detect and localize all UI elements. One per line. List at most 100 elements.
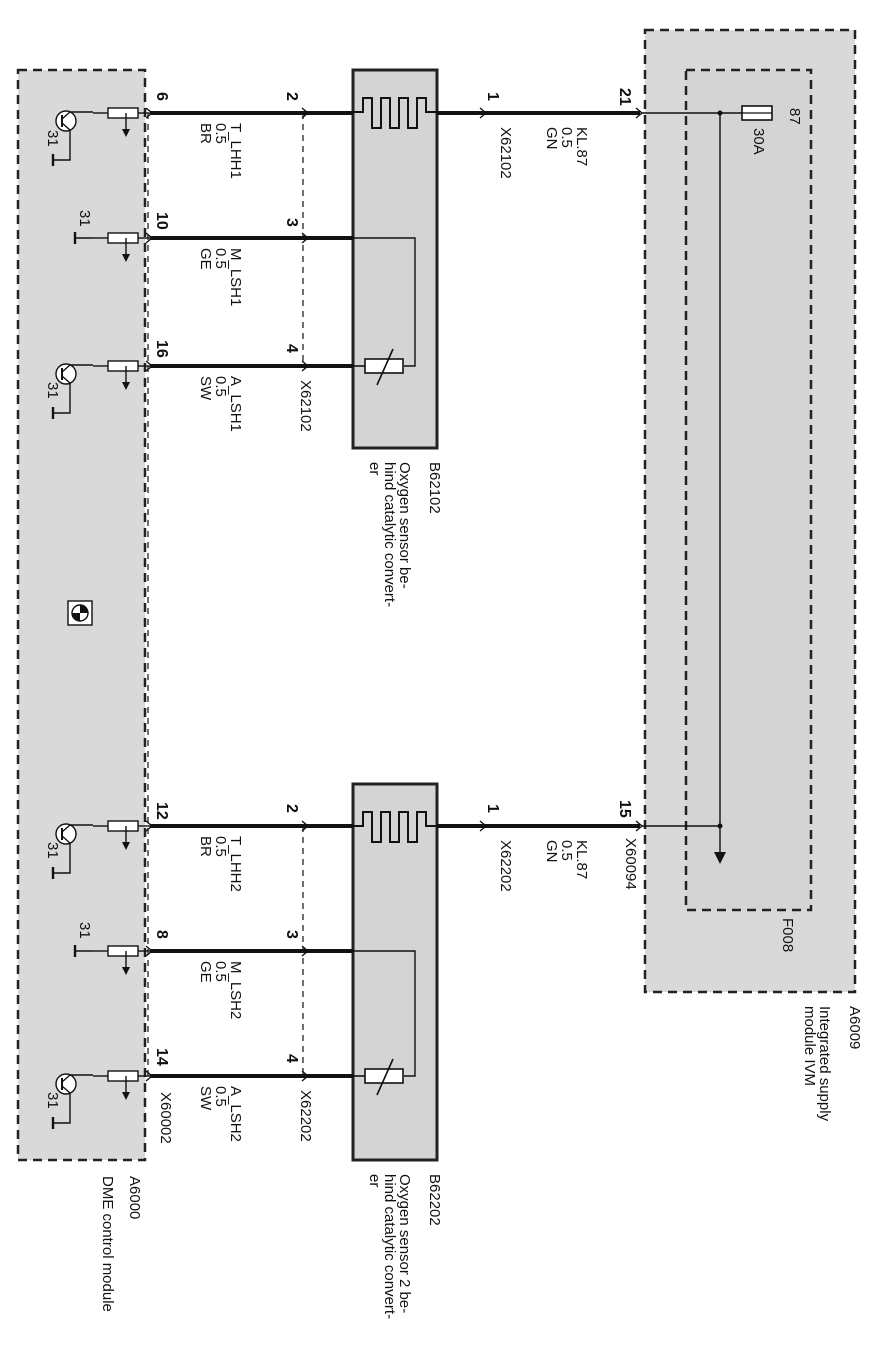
sensor1-pin-1: 1 bbox=[484, 92, 501, 101]
transistor-icon bbox=[55, 363, 77, 385]
svg-text:0.5: 0.5 bbox=[212, 836, 229, 857]
supply-wires bbox=[437, 111, 640, 828]
connector-x62102-harness: X62102 bbox=[297, 380, 314, 432]
svg-text:31: 31 bbox=[44, 382, 61, 399]
dme-pin-6: 6 bbox=[153, 92, 170, 101]
heater-element-icon bbox=[353, 97, 437, 129]
svg-text:0.5: 0.5 bbox=[212, 1086, 229, 1107]
wire-label-a2: A_LSH2 0.5 SW bbox=[197, 1086, 244, 1142]
connector-x62202-supply: X62202 bbox=[497, 840, 514, 892]
variable-resistor-icon bbox=[353, 348, 404, 386]
svg-text:hind catalytic convert-: hind catalytic convert- bbox=[381, 462, 398, 607]
svg-text:M_LSH1: M_LSH1 bbox=[227, 248, 244, 306]
svg-text:0.5: 0.5 bbox=[558, 840, 575, 861]
wire-label-a1: A_LSH1 0.5 SW bbox=[197, 376, 244, 432]
dme-pin-10: 10 bbox=[153, 212, 170, 230]
ivm-pin-15: 15 bbox=[616, 800, 633, 818]
signal-wires bbox=[150, 111, 353, 1078]
wire-label-m2: M_LSH2 0.5 GE bbox=[197, 961, 244, 1019]
fuse-pin-87: 87 bbox=[786, 108, 803, 125]
fuse-block-frame bbox=[684, 68, 813, 912]
svg-text:M_LSH2: M_LSH2 bbox=[227, 961, 244, 1019]
svg-text:module IVM: module IVM bbox=[801, 1006, 818, 1086]
connector-x62202-harness: X62202 bbox=[297, 1090, 314, 1142]
svg-text:hind catalytic convert-: hind catalytic convert- bbox=[381, 1174, 398, 1319]
svg-text:0.5: 0.5 bbox=[212, 376, 229, 397]
sensor2-caption: B62202 Oxygen sensor 2 be- hind catalyti… bbox=[366, 1174, 443, 1319]
sensor1-pin-4: 4 bbox=[283, 344, 300, 353]
wire-label-t1: T_LHH1 0.5 BR bbox=[197, 123, 244, 179]
svg-text:Integrated supply: Integrated supply bbox=[816, 1006, 833, 1122]
svg-text:T_LHH1: T_LHH1 bbox=[227, 123, 244, 179]
svg-text:BR: BR bbox=[197, 123, 214, 144]
svg-text:31: 31 bbox=[44, 1092, 61, 1109]
svg-text:BR: BR bbox=[197, 836, 214, 857]
svg-text:31: 31 bbox=[44, 130, 61, 147]
svg-text:A6000: A6000 bbox=[126, 1176, 143, 1219]
fuse-rating: 30A bbox=[750, 128, 767, 155]
svg-text:er: er bbox=[366, 462, 383, 475]
sensor1-caption: B62102 Oxygen sensor be- hind catalytic … bbox=[366, 462, 443, 607]
sensor1-pin-2: 2 bbox=[283, 92, 300, 101]
svg-text:er: er bbox=[366, 1174, 383, 1187]
dme-output-stages bbox=[51, 107, 155, 1131]
sensor2-pin-1: 1 bbox=[484, 804, 501, 813]
ivm-internal bbox=[642, 105, 773, 864]
svg-text:Oxygen sensor be-: Oxygen sensor be- bbox=[396, 462, 413, 589]
svg-text:A_LSH2: A_LSH2 bbox=[227, 1086, 244, 1142]
dme-module bbox=[16, 68, 147, 1162]
svg-text:T_LHH2: T_LHH2 bbox=[227, 836, 244, 892]
svg-text:31: 31 bbox=[76, 210, 93, 227]
variable-resistor-icon bbox=[353, 1058, 404, 1096]
transistor-icon bbox=[55, 823, 77, 845]
svg-text:A_LSH1: A_LSH1 bbox=[227, 376, 244, 432]
svg-text:B62202: B62202 bbox=[426, 1174, 443, 1226]
svg-text:SW: SW bbox=[197, 1086, 214, 1111]
connector-x60094: X60094 bbox=[622, 838, 639, 890]
transistor-icon bbox=[55, 110, 77, 132]
svg-text:B62102: B62102 bbox=[426, 462, 443, 514]
dme-pin-14: 14 bbox=[153, 1048, 170, 1066]
dme-pin-12: 12 bbox=[153, 802, 170, 820]
svg-text:KL.87: KL.87 bbox=[573, 127, 590, 166]
wire-label-kl2: KL.87 0.5 GN bbox=[543, 840, 590, 879]
svg-text:SW: SW bbox=[197, 376, 214, 401]
svg-text:GN: GN bbox=[543, 127, 560, 150]
fuse-icon bbox=[741, 105, 773, 121]
sensor1-pin-3: 3 bbox=[283, 218, 300, 227]
dme-pin-16: 16 bbox=[153, 340, 170, 358]
wire-label-t2: T_LHH2 0.5 BR bbox=[197, 836, 244, 892]
connector-x60002: X60002 bbox=[157, 1092, 174, 1144]
transistor-icon bbox=[55, 1073, 77, 1095]
ivm-pin-21: 21 bbox=[616, 88, 633, 106]
dme-pin-8: 8 bbox=[153, 930, 170, 939]
svg-text:31: 31 bbox=[76, 922, 93, 939]
svg-text:0.5: 0.5 bbox=[212, 123, 229, 144]
wire-label-m1: M_LSH1 0.5 GE bbox=[197, 248, 244, 306]
oxygen-sensor-2 bbox=[351, 782, 439, 1162]
sensor2-pin-2: 2 bbox=[283, 804, 300, 813]
dme-caption: A6000 DME control module bbox=[99, 1176, 143, 1312]
sensor2-pin-4: 4 bbox=[283, 1054, 300, 1063]
oxygen-sensor-1 bbox=[351, 68, 439, 450]
wire-label-kl1: KL.87 0.5 GN bbox=[543, 127, 590, 166]
ivm-module bbox=[643, 28, 857, 994]
svg-text:A6009: A6009 bbox=[846, 1006, 863, 1049]
svg-text:0.5: 0.5 bbox=[212, 248, 229, 269]
svg-text:0.5: 0.5 bbox=[212, 961, 229, 982]
svg-text:KL.87: KL.87 bbox=[573, 840, 590, 879]
svg-text:GE: GE bbox=[197, 248, 214, 270]
svg-text:Oxygen sensor 2 be-: Oxygen sensor 2 be- bbox=[396, 1174, 413, 1313]
heater-element-icon bbox=[353, 811, 437, 843]
svg-text:0.5: 0.5 bbox=[558, 127, 575, 148]
fuse-block-id: F008 bbox=[779, 918, 796, 952]
bmw-roundel-icon bbox=[67, 600, 93, 626]
ground-labels: 31 31 31 31 31 31 bbox=[44, 130, 93, 1109]
ivm-caption: A6009 Integrated supply module IVM bbox=[801, 1006, 863, 1122]
svg-text:31: 31 bbox=[44, 842, 61, 859]
svg-text:GN: GN bbox=[543, 840, 560, 863]
svg-text:GE: GE bbox=[197, 961, 214, 983]
connector-x62102-supply: X62102 bbox=[497, 127, 514, 179]
sensor2-pin-3: 3 bbox=[283, 930, 300, 939]
